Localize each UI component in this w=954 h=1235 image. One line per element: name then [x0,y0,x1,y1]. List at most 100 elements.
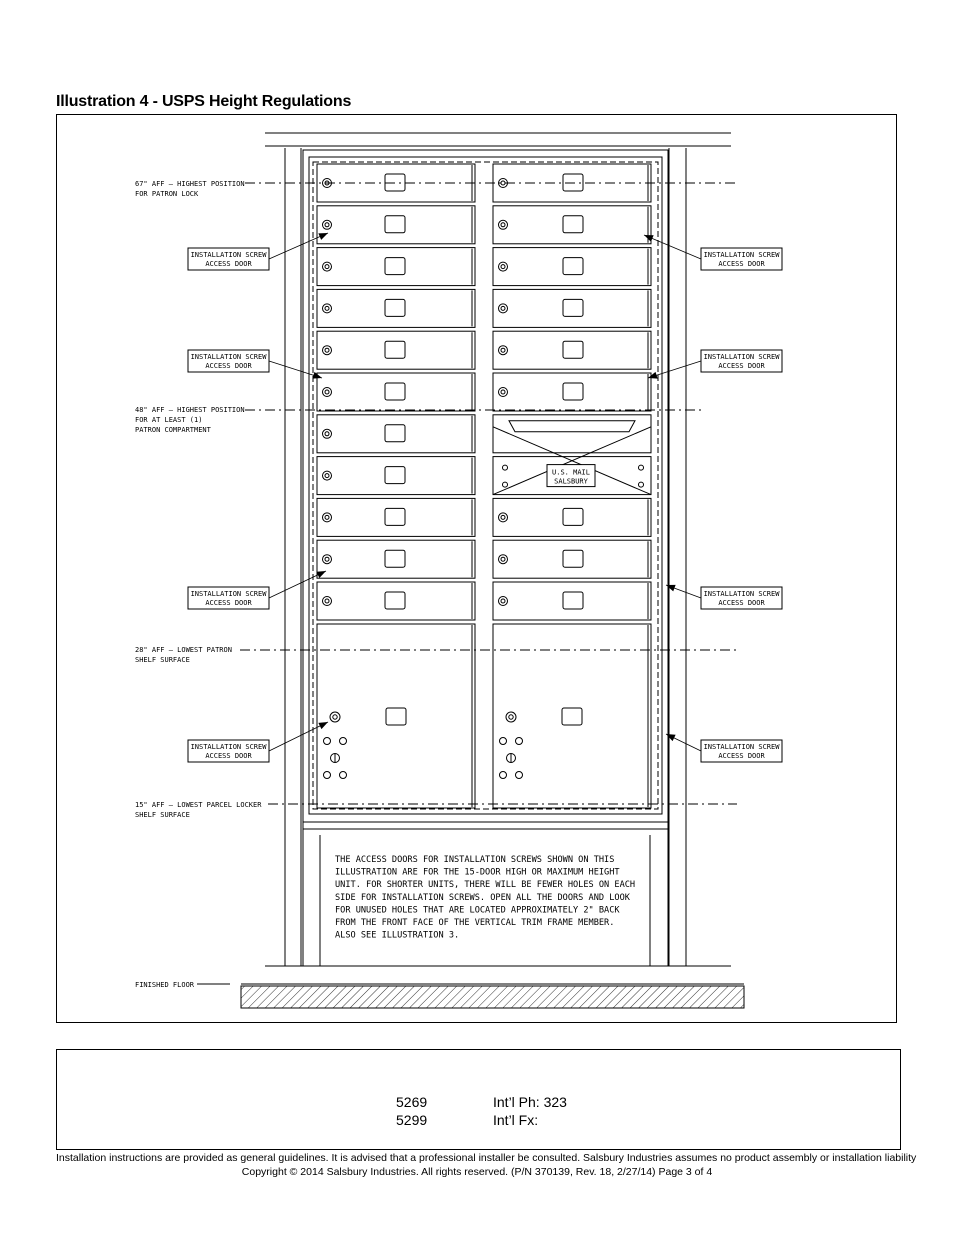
arrowhead [316,571,326,579]
copyright: Copyright © 2014 Salsbury Industries. Al… [241,1166,713,1178]
callout-text: ACCESS DOOR [205,599,252,607]
contact-box: 5269 Int’l Ph: 323 5299 Int’l Fx: [56,1049,901,1150]
lock-icon-core [500,305,506,311]
lock-icon-core [324,305,330,311]
label-holder [384,507,406,526]
lock-icon [322,470,332,481]
label-holder [562,298,584,317]
lock-icon [498,512,508,523]
lock-icon [322,303,332,314]
floor-hatch [240,985,745,1009]
arrowhead [318,722,328,730]
mailbox-door [492,205,652,245]
lock-icon-core [500,598,506,604]
label-holder [561,707,583,726]
lock-icon [498,345,508,356]
vent-hole [515,737,523,745]
cabinet-outer [302,149,669,823]
lock-icon [322,387,332,397]
lock-icon-core [500,264,506,270]
mailbox-door [316,456,476,496]
carrier-panel [492,456,652,496]
fax-number: 5299 [396,1112,428,1128]
mailbox-door [316,581,476,621]
label-highest-compartment: FOR AT LEAST (1) [135,416,202,424]
lock-icon-core [508,714,514,720]
label-holder [384,382,406,401]
key-icon [330,753,340,763]
panel-cross [492,426,652,496]
lock-icon-core [500,514,506,520]
callout-text: INSTALLATION SCREW [704,251,781,259]
label-highest-lock: 67" AFF – HIGHEST POSITION [135,180,245,188]
callout-text: ACCESS DOOR [718,752,765,760]
callout-text: INSTALLATION SCREW [704,353,781,361]
outgoing-slot-door [492,414,652,454]
vent-hole [499,737,507,745]
key-icon [506,753,516,763]
phone-number: 5269 [396,1094,428,1110]
mailbox-door [492,497,652,537]
mailbox-door [316,497,476,537]
lock-icon-core [332,714,338,720]
label-holder [384,340,406,359]
label-holder [384,215,406,234]
vent-hole [323,771,331,779]
lock-icon-core [324,389,330,395]
leader-line [268,570,327,599]
vent-hole [339,737,347,745]
lock-icon [322,596,332,606]
label-holder [562,340,584,359]
label-holder [562,591,584,610]
lock-icon-core [324,222,330,228]
lock-icon [498,261,508,272]
lock-icon [498,219,508,230]
label-highest-lock: FOR PATRON LOCK [135,190,199,198]
callout-text: INSTALLATION SCREW [191,251,268,259]
lock-icon [322,345,332,356]
label-holder [384,298,406,317]
note-line: ILLUSTRATION ARE FOR THE 15-DOOR HIGH OR… [335,868,620,878]
arrowhead [666,734,676,742]
callout-text: INSTALLATION SCREW [191,743,268,751]
lock-icon [498,596,508,606]
lock-icon-core [500,389,506,395]
panel-screw [638,464,644,471]
disclaimer: Installation instructions are provided a… [56,1152,917,1164]
arrowhead [648,371,658,379]
callout-text: ACCESS DOOR [205,362,252,370]
lock-icon [329,711,341,723]
arrowhead [312,371,322,379]
label-holder [562,507,584,526]
label-lowest-patron: SHELF SURFACE [135,656,190,664]
label-holder [384,591,406,610]
lock-icon [322,428,332,439]
note-line: UNIT. FOR SHORTER UNITS, THERE WILL BE F… [335,880,635,890]
callout-text: INSTALLATION SCREW [191,353,268,361]
label-holder [384,466,406,485]
mailbox-door [316,372,476,412]
height-lines [197,182,737,985]
label-holder [384,424,406,443]
lock-icon-core [500,347,506,353]
callout-text: ACCESS DOOR [718,362,765,370]
vent-hole [339,771,347,779]
label-holder [384,257,406,276]
arrowhead [318,233,328,240]
arrowhead [666,584,676,592]
mailbox-door [316,330,476,370]
label-finished-floor: FINISHED FLOOR [135,981,195,989]
label-holder [385,707,407,726]
panel-screw [638,481,644,488]
lock-icon [505,711,517,723]
lock-icon [498,303,508,314]
lock-icon [322,219,332,230]
label-holder [562,382,584,401]
lock-icon-core [500,180,506,186]
mailbox-door [316,247,476,287]
intl-phone: Int’l Ph: 323 [493,1094,567,1110]
cabinet-inner [308,156,663,815]
note-line: SIDE FOR INSTALLATION SCREWS. OPEN ALL T… [335,893,631,903]
label-holder [384,549,406,568]
callout-text: INSTALLATION SCREW [704,743,781,751]
